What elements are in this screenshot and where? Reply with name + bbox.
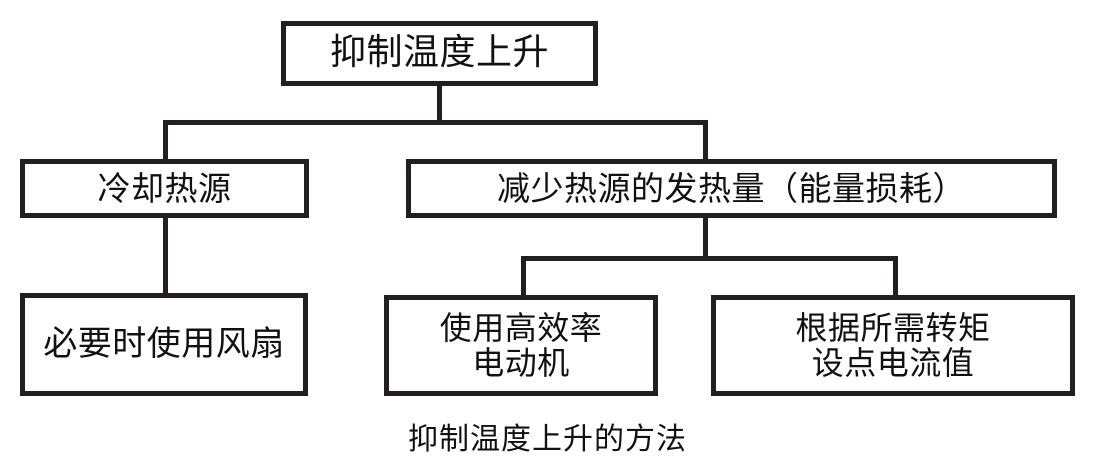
edge-root-stem [437,85,442,125]
edge-drop-to-current-setpoint [893,256,898,298]
node-reduce-heat-generation: 减少热源的发热量（能量损耗） [406,159,1057,218]
edge-cool-source-to-use-fan [163,215,168,296]
node-label-cool-source: 冷却热源 [97,168,232,208]
node-label-use-fan: 必要时使用风扇 [43,324,285,365]
node-label-reduce-heat: 减少热源的发热量（能量损耗） [497,168,966,208]
edge-reduce-heat-stem [703,215,708,260]
node-label-current-setpoint: 根据所需转矩 设点电流值 [795,308,991,382]
edge-drop-to-reduce-heat [703,120,708,162]
edge-drop-to-cool-source [163,120,168,162]
node-use-fan-when-needed: 必要时使用风扇 [20,293,308,396]
node-cool-heat-source: 冷却热源 [20,159,309,218]
node-suppress-temperature-rise: 抑制温度上升 [281,21,598,86]
node-label-high-efficiency-motor: 使用高效率 电动机 [439,308,603,382]
edge-level2-bus [521,256,898,261]
node-current-setpoint-by-torque: 根据所需转矩 设点电流值 [711,295,1075,396]
diagram-caption: 抑制温度上升的方法 [408,422,687,457]
node-high-efficiency-motor: 使用高效率 电动机 [384,295,658,396]
edge-drop-to-motor [521,256,526,298]
edge-level1-bus [163,120,708,125]
node-label-root: 抑制温度上升 [329,32,549,74]
